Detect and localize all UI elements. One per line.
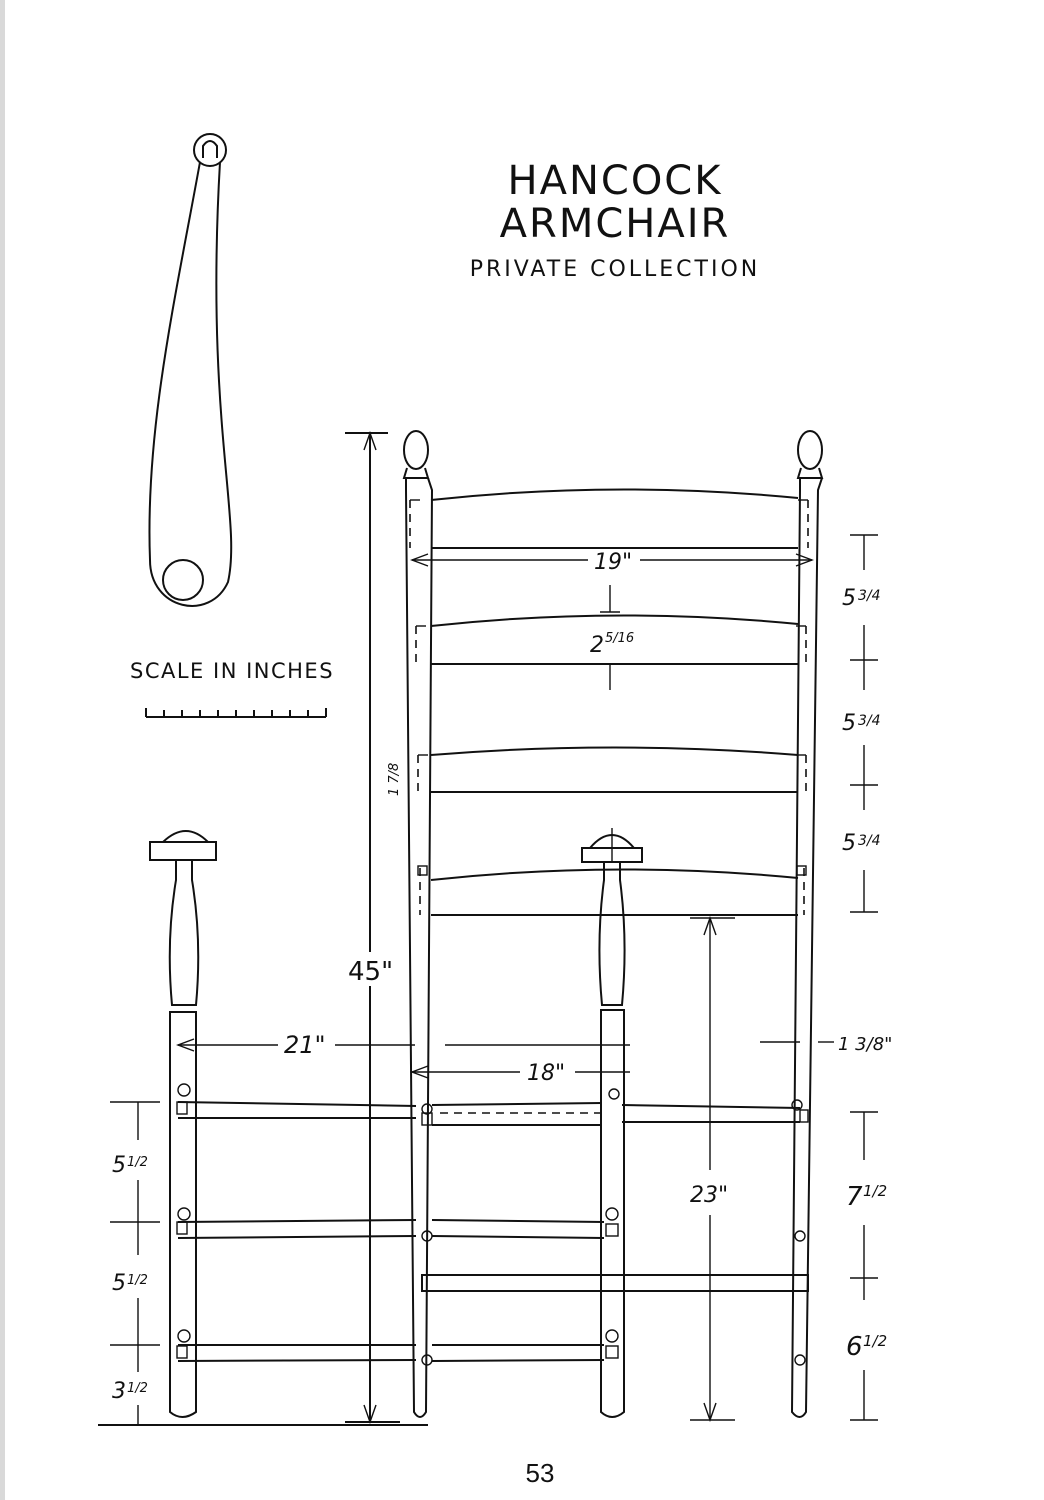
rung-spacing-right-dimension xyxy=(850,1112,878,1420)
post-diameter-label: 1 3/8" xyxy=(838,1034,892,1055)
seat-rungs-front-view xyxy=(422,1089,808,1125)
side-rung-spacing-dimension xyxy=(98,1102,428,1425)
side-rung-3-frac: 1/2 xyxy=(127,1381,148,1396)
side-rung-5a-frac: 1/2 xyxy=(127,1155,148,1170)
front-width-label: 18" xyxy=(527,1061,565,1086)
rung-spacing-7-whole: 7 xyxy=(846,1182,863,1212)
overall-height-dimension xyxy=(345,433,400,1422)
rung-spacing-6-frac: 1/2 xyxy=(863,1332,887,1350)
slat-thickness-label: 1 7/8 xyxy=(387,763,402,796)
depth-label: 21" xyxy=(284,1031,326,1059)
slat-spacing-low-whole: 5 xyxy=(842,831,856,856)
back-width-label: 19" xyxy=(594,550,632,575)
seat-height-label: 23" xyxy=(690,1183,728,1208)
slat-spacing-mid-frac: 3/4 xyxy=(858,713,881,729)
back-post-right xyxy=(792,431,822,1417)
side-arm-post-left xyxy=(150,831,216,1417)
slat-spacing-top-whole: 5 xyxy=(842,586,856,611)
seat-height-dimension xyxy=(690,918,735,1420)
page-number: 53 xyxy=(500,1458,580,1489)
back-slat-3 xyxy=(418,748,806,793)
slat-spacing-top-frac: 3/4 xyxy=(858,588,881,604)
side-rung-5b-frac: 1/2 xyxy=(127,1273,148,1288)
scale-bar xyxy=(146,708,326,717)
rung-spacing-6-whole: 6 xyxy=(846,1332,863,1362)
arm-profile xyxy=(149,134,231,606)
rung-spacing-7-frac: 1/2 xyxy=(863,1182,887,1200)
back-post-left xyxy=(404,431,432,1417)
side-rung-3-whole: 3 xyxy=(112,1379,126,1404)
back-slat-1 xyxy=(410,489,808,548)
side-rung-5a-whole: 5 xyxy=(112,1153,126,1178)
front-width-dimension xyxy=(412,1045,630,1078)
scale-label: SCALE IN INCHES xyxy=(130,659,334,683)
side-rung-5b-whole: 5 xyxy=(112,1271,126,1296)
overall-height-label: 45" xyxy=(348,957,393,987)
slat-height-whole: 2 xyxy=(590,633,604,658)
slat-spacing-mid-whole: 5 xyxy=(842,711,856,736)
slat-height-fraction: 5/16 xyxy=(605,631,634,646)
slat-spacing-low-frac: 3/4 xyxy=(858,833,881,849)
back-slat-4 xyxy=(418,866,806,915)
